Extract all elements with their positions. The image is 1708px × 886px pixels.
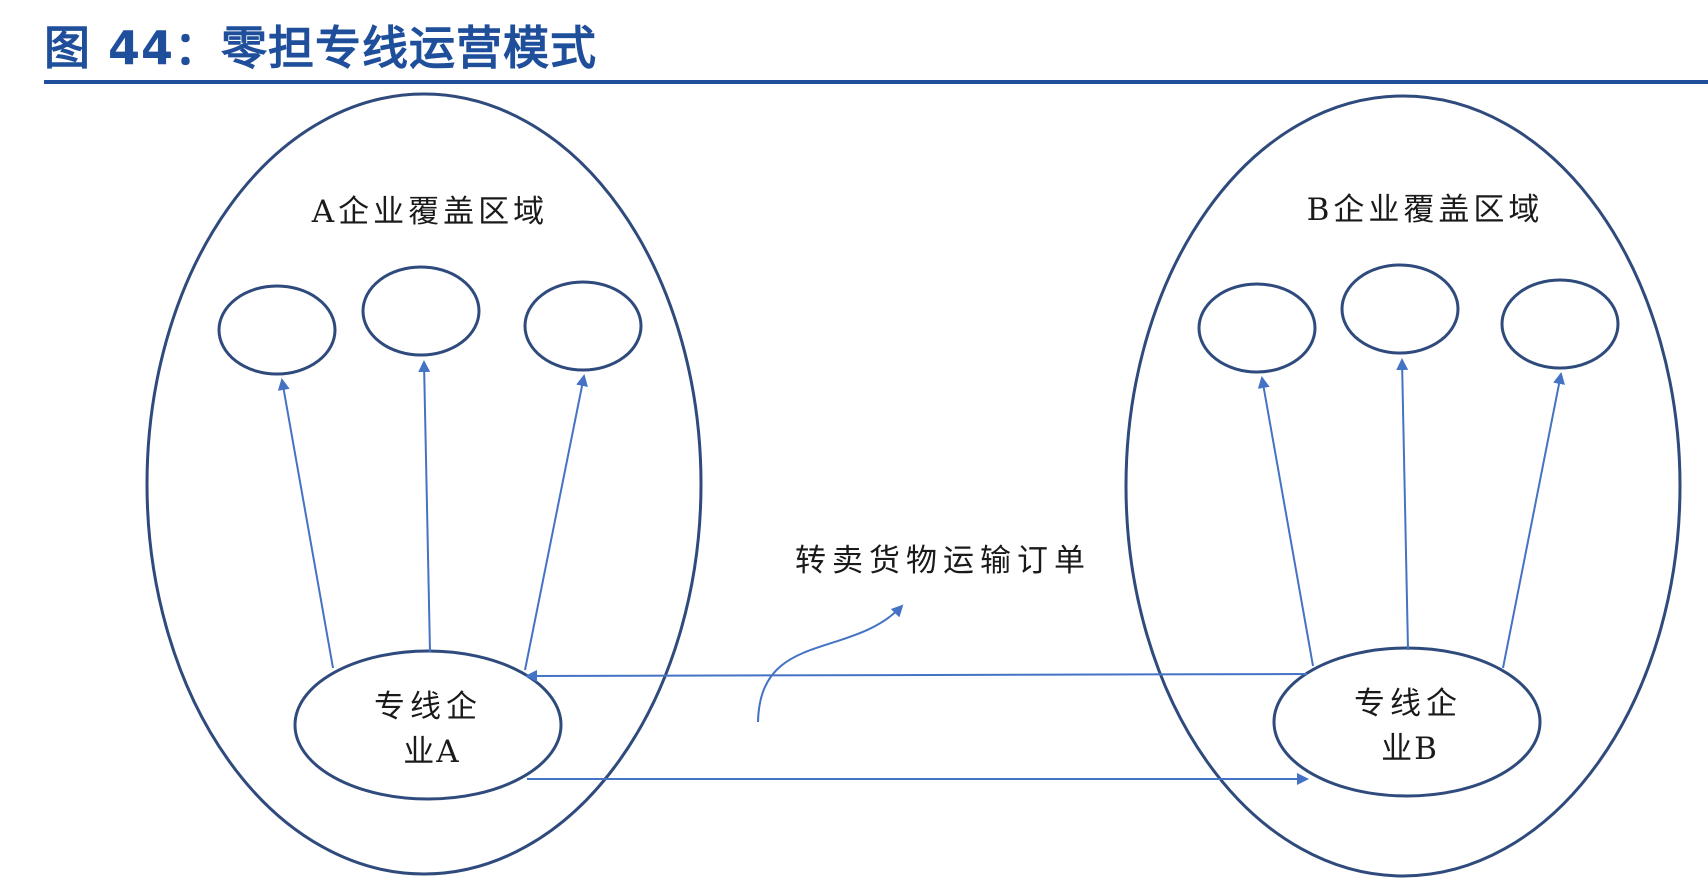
arrow-hub-b-to-hub-a [525,669,1308,682]
region-a-label: A企业覆盖区域 [311,194,548,230]
arrow-hub-a-to-node-1 [277,378,334,669]
page-title: 图 44：零担专线运营模式 [44,21,598,75]
hub-b-label-line2: 业B [1381,731,1439,767]
region-b-node-1 [1197,282,1317,374]
region-b-node-2 [1340,263,1460,355]
region-a-node-3 [523,280,643,372]
arrow-hub-b-to-node-3 [1502,372,1565,669]
region-a-boundary [145,92,703,876]
arrow-hub-b-to-node-2 [1396,358,1409,651]
arrow-hub-a-to-node-2 [418,360,431,653]
arrow-hub-b-to-node-1 [1257,376,1314,667]
hub-b [1272,646,1542,798]
region-b-node-3 [1500,278,1620,370]
hub-a-label-line1: 专线企 [374,689,482,725]
region-a-node-1 [217,284,337,376]
region-a-node-2 [361,265,481,357]
region-b-label: B企业覆盖区域 [1307,192,1544,228]
annotation-label: 转卖货物运输订单 [795,543,1091,579]
arrow-hub-a-to-node-3 [524,374,588,671]
hub-a [293,649,563,801]
hub-a-label-line2: 业A [403,734,460,770]
region-b-boundary [1124,94,1682,878]
annotation-curved-arrow [757,604,904,723]
region-a: A企业覆盖区域 专线企 业A [145,92,703,876]
hub-b-label-line1: 专线企 [1354,686,1462,722]
region-b: B企业覆盖区域 专线企 业B [1124,94,1682,878]
title-divider [44,80,1708,84]
